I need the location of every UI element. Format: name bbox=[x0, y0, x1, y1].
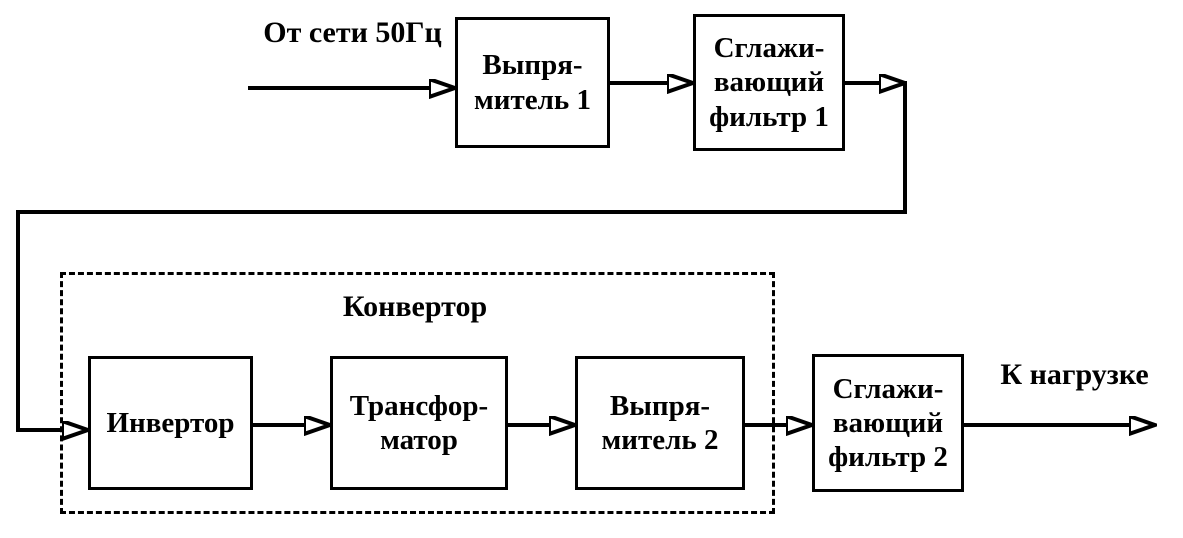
block-rectifier-2: Выпря- митель 2 bbox=[575, 356, 745, 490]
block-inverter: Инвертор bbox=[88, 356, 253, 490]
input-source-label: От сети 50Гц bbox=[263, 16, 442, 49]
block-transformer: Трансфор- матор bbox=[330, 356, 508, 490]
converter-region-label: Конвертор bbox=[342, 290, 488, 323]
block-smoothing-filter-2: Сглажи- вающий фильтр 2 bbox=[812, 354, 964, 492]
block-rectifier-1: Выпря- митель 1 bbox=[455, 17, 610, 148]
block-smoothing-filter-1: Сглажи- вающий фильтр 1 bbox=[693, 14, 845, 151]
output-load-label: К нагрузке bbox=[1000, 358, 1149, 391]
